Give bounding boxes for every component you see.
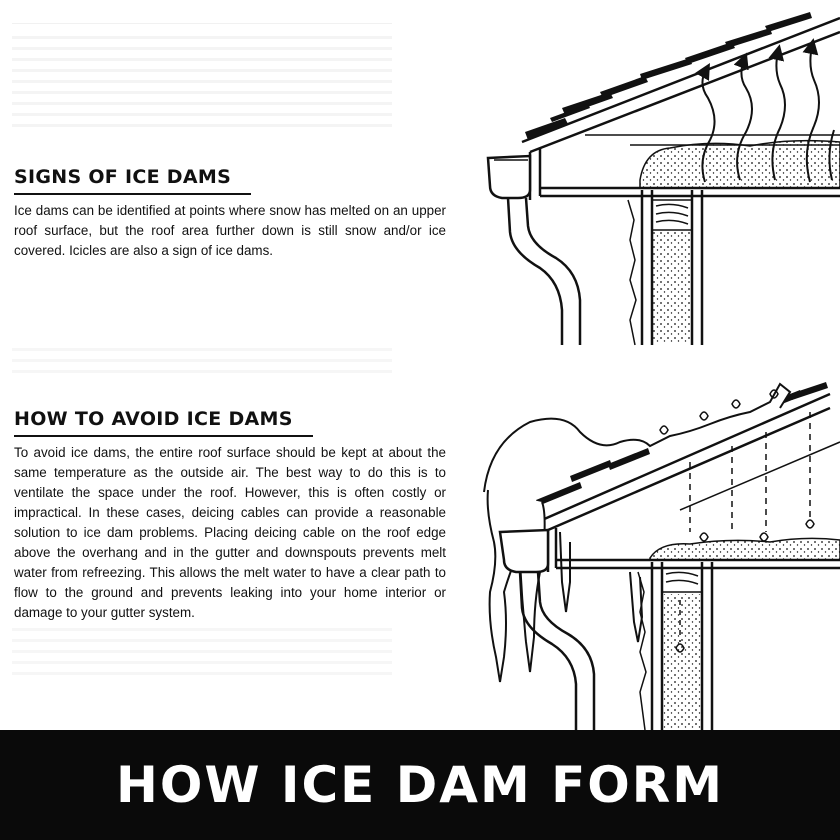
avoid-body: To avoid ice dams, the entire roof surfa… xyxy=(14,445,446,620)
background-ghost-text xyxy=(12,6,392,128)
avoid-heading: HOW TO AVOID ICE DAMS xyxy=(14,408,313,437)
roof-eave-ice-dam-diagram xyxy=(483,382,840,730)
signs-of-ice-dams-section: SIGNS OF ICE DAMS Ice dams can be identi… xyxy=(14,166,446,261)
signs-body: Ice dams can be identified at points whe… xyxy=(14,203,446,258)
title-banner: HOW ICE DAM FORM xyxy=(0,730,840,840)
roof-eave-heat-loss-diagram xyxy=(486,12,840,346)
melt-drops xyxy=(659,389,779,435)
banner-title: HOW ICE DAM FORM xyxy=(115,756,725,814)
background-ghost-text-2 xyxy=(12,340,392,380)
background-ghost-text-3 xyxy=(12,620,392,680)
shingles xyxy=(525,12,812,140)
signs-heading: SIGNS OF ICE DAMS xyxy=(14,166,252,195)
avoid-ice-dams-section: HOW TO AVOID ICE DAMS To avoid ice dams,… xyxy=(14,408,446,623)
